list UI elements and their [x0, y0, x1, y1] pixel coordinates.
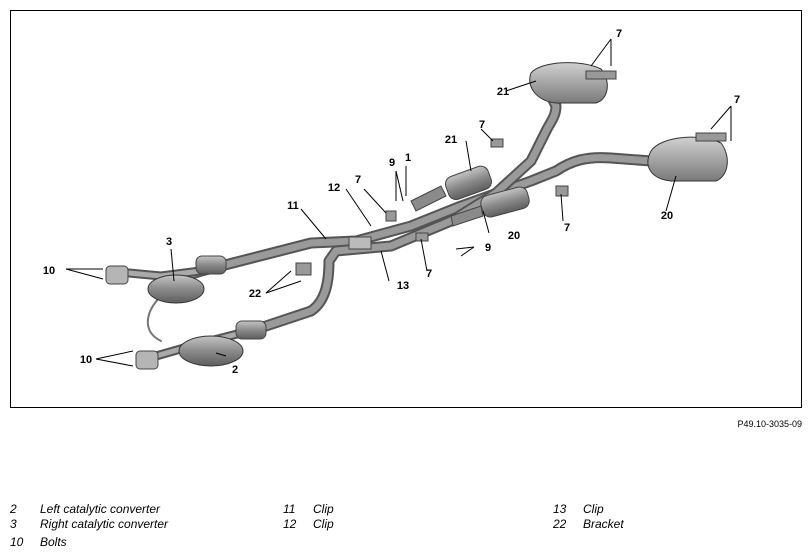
- callout-20: 20: [508, 230, 520, 242]
- bracket: [585, 70, 617, 80]
- clip: [490, 138, 504, 148]
- legend-number: 11: [283, 502, 296, 516]
- legend-number: 2: [10, 502, 17, 516]
- callout-7: 7: [426, 268, 432, 280]
- rear-silencers: [529, 62, 728, 182]
- legend-label: Clip: [313, 502, 334, 516]
- catalytic-converters: [105, 265, 244, 370]
- callout-7: 7: [616, 28, 622, 40]
- heat-shield: [450, 205, 484, 227]
- callout-9: 9: [485, 242, 491, 254]
- figure-reference: P49.10-3035-09: [737, 419, 802, 429]
- callout-21: 21: [497, 86, 509, 98]
- callout-7: 7: [734, 94, 740, 106]
- exhaust-system-diagram: 1 2 3 7 7 7 7 7 7 9 9 10 10 11 12 13 20 …: [10, 10, 802, 408]
- callout-9: 9: [389, 157, 395, 169]
- clip: [555, 185, 569, 197]
- exhaust-drawing: 1 2 3 7 7 7 7 7 7 9 9 10 10 11 12 13 20 …: [43, 28, 740, 376]
- legend-label: Clip: [313, 517, 334, 531]
- left-catalytic-converter: [178, 335, 244, 367]
- callout-10: 10: [43, 265, 55, 277]
- left-flange: [135, 350, 159, 370]
- rear-silencer-left: [647, 136, 728, 182]
- legend-number: 13: [553, 502, 567, 516]
- callout-7: 7: [564, 222, 570, 234]
- clips-and-brackets: [295, 70, 727, 276]
- legend-number: 12: [283, 517, 297, 531]
- right-catalytic-converter: [147, 274, 205, 304]
- exhaust-pipes: [124, 90, 657, 361]
- callout-labels: 1 2 3 7 7 7 7 7 7 9 9 10 10 11 12 13 20 …: [43, 28, 740, 376]
- heat-shield: [410, 185, 447, 212]
- legend-label: Left catalytic converter: [40, 502, 161, 516]
- legend-number: 3: [10, 517, 17, 531]
- middle-silencers: [195, 165, 530, 340]
- rear-silencer-right: [529, 62, 608, 104]
- legend-number: 10: [10, 535, 24, 549]
- legend-label: Clip: [583, 502, 604, 516]
- callout-2: 2: [232, 364, 238, 376]
- callout-7: 7: [479, 119, 485, 131]
- callout-11: 11: [287, 200, 299, 212]
- callout-20: 20: [661, 210, 673, 222]
- clip: [385, 210, 397, 222]
- callout-10: 10: [80, 354, 92, 366]
- callout-12: 12: [328, 182, 340, 194]
- callout-1: 1: [405, 152, 411, 164]
- clip: [415, 232, 429, 242]
- leader-lines: [65, 38, 732, 367]
- legend-number: 22: [553, 517, 567, 531]
- callout-21: 21: [445, 134, 457, 146]
- callout-13: 13: [397, 280, 409, 292]
- callout-3: 3: [166, 236, 172, 248]
- legend-label: Bracket: [583, 517, 624, 531]
- bracket: [295, 262, 312, 276]
- legend-label: Bolts: [40, 535, 67, 549]
- bracket: [695, 132, 727, 142]
- callout-7: 7: [355, 174, 361, 186]
- right-flange: [105, 265, 129, 285]
- callout-22: 22: [249, 288, 261, 300]
- legend-label: Right catalytic converter: [40, 517, 169, 531]
